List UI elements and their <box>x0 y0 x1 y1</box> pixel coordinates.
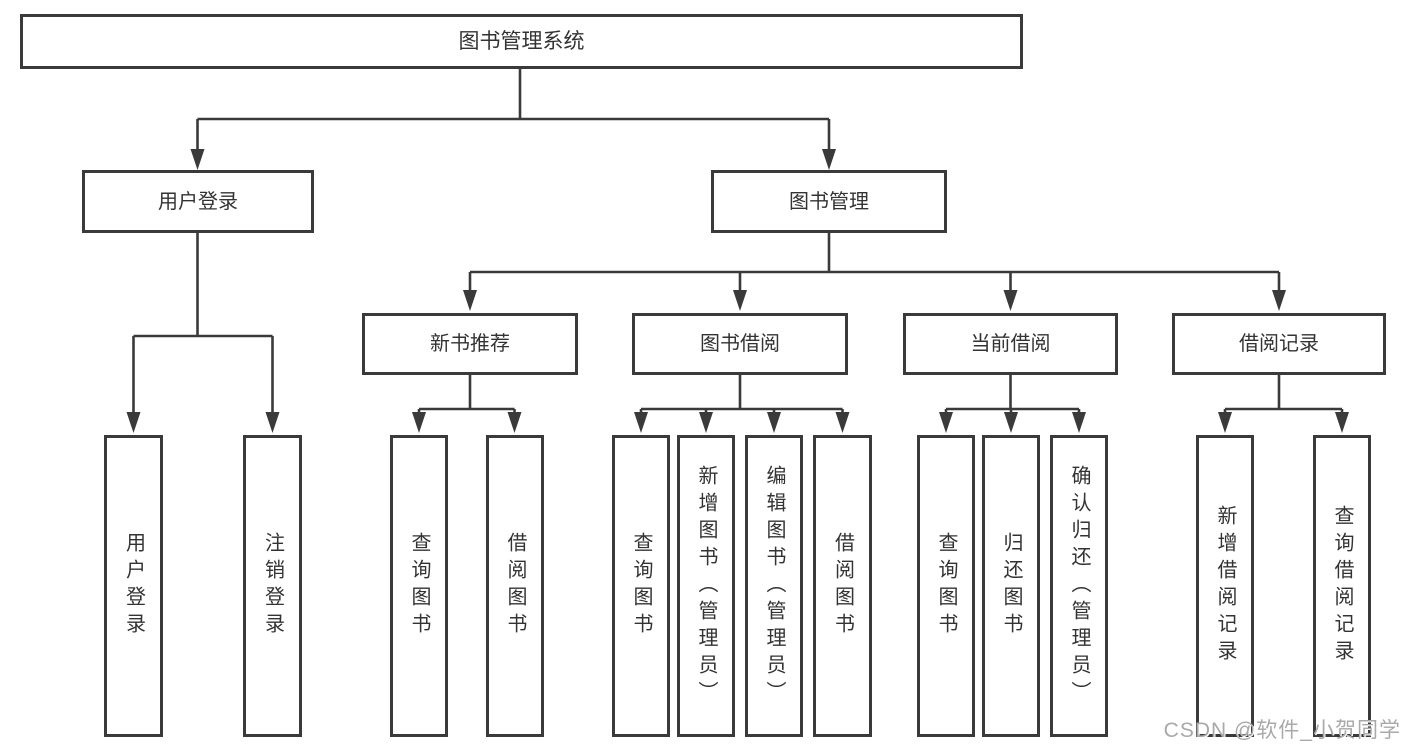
leaf-borrow-books: 借阅图书 <box>813 435 872 737</box>
leaf-recommend-query-books: 查询图书 <box>390 435 448 737</box>
leaf-recommend-borrow-books: 借阅图书 <box>486 435 544 737</box>
node-borrow-records: 借阅记录 <box>1172 313 1386 375</box>
node-book-management: 图书管理 <box>711 170 947 233</box>
leaf-confirm-return-admin: 确认归还（管理员） <box>1050 435 1108 737</box>
node-book-borrow: 图书借阅 <box>632 313 848 375</box>
leaf-borrow-query-books: 查询图书 <box>612 435 670 737</box>
leaf-edit-books-admin: 编辑图书（管理员） <box>745 435 803 737</box>
leaf-add-borrow-record: 新增借阅记录 <box>1196 435 1254 737</box>
node-new-book-recommend: 新书推荐 <box>362 313 578 375</box>
leaf-user-login: 用户登录 <box>104 435 163 737</box>
leaf-query-borrow-record: 查询借阅记录 <box>1313 435 1371 737</box>
node-current-borrow: 当前借阅 <box>903 313 1118 375</box>
node-user-login: 用户登录 <box>82 170 314 233</box>
leaf-return-books: 归还图书 <box>982 435 1040 737</box>
leaf-add-books-admin: 新增图书（管理员） <box>677 435 735 737</box>
leaf-current-query-books: 查询图书 <box>917 435 975 737</box>
node-library-management-system: 图书管理系统 <box>20 14 1023 69</box>
csdn-watermark: CSDN @软件_小贺同学 <box>1163 719 1401 742</box>
leaf-logout: 注销登录 <box>243 435 302 737</box>
